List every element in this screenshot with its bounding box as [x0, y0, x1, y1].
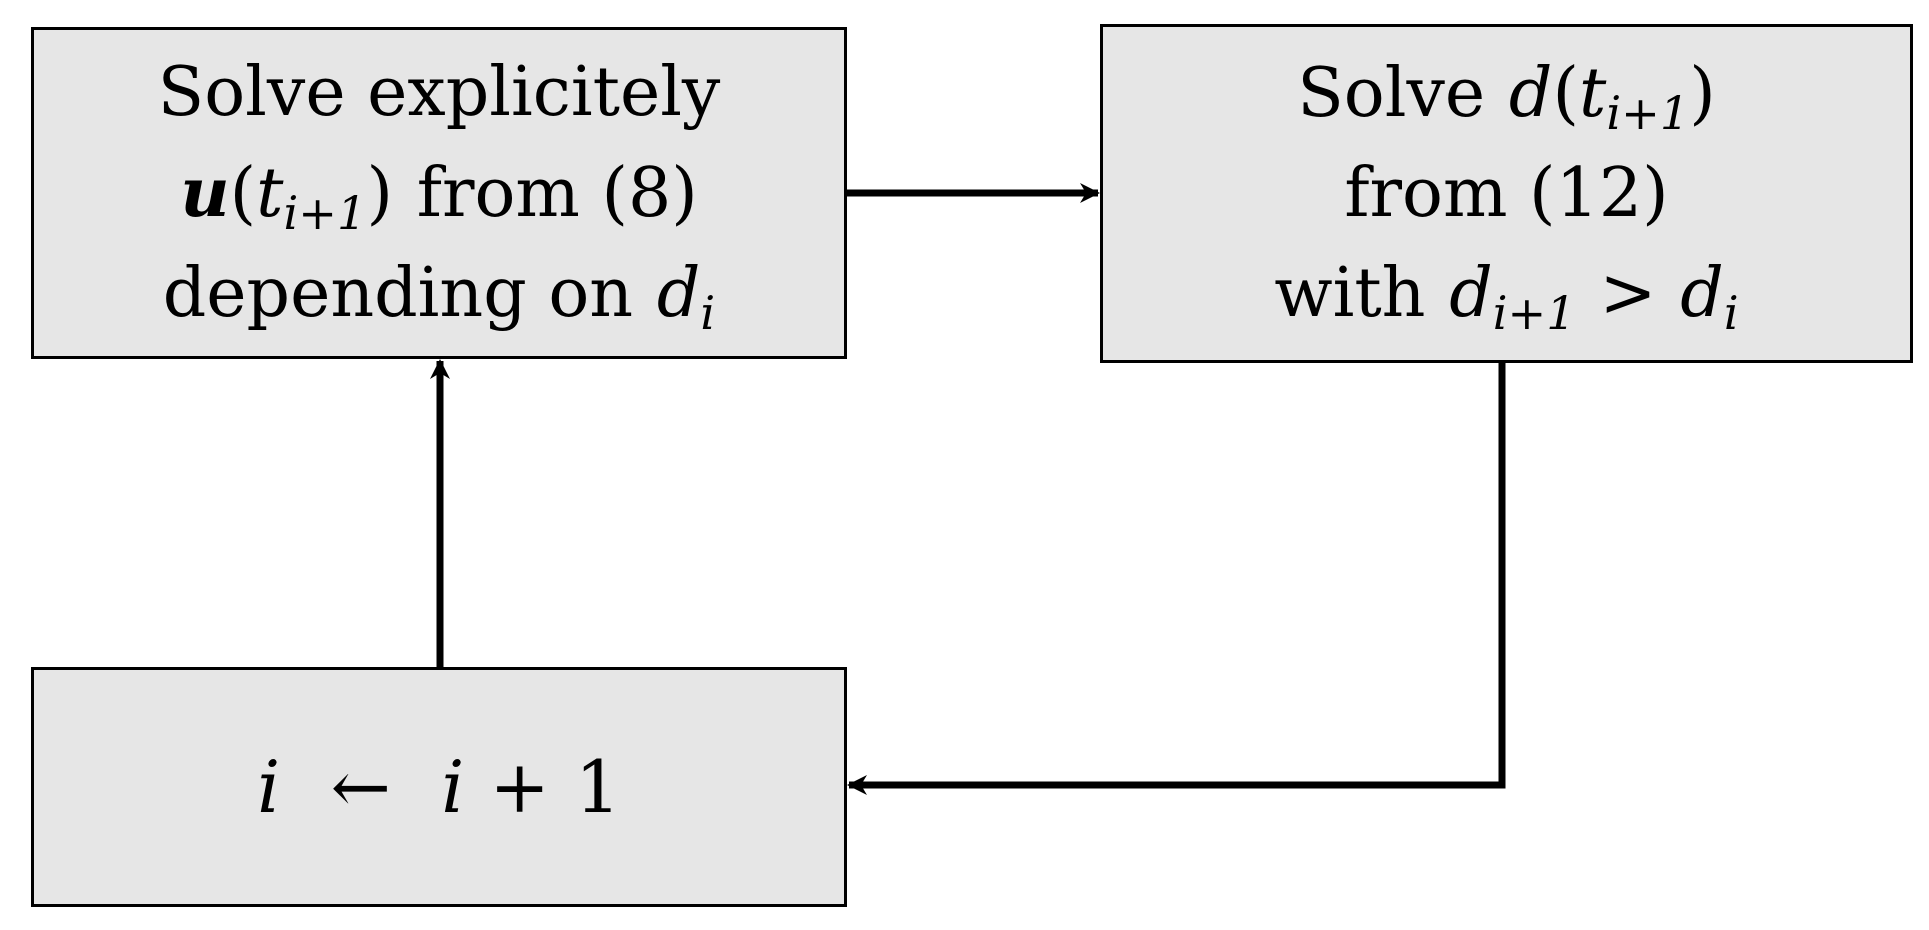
- solve-u-line-2: u(ti+1) from (8): [180, 143, 698, 244]
- depending-text: depending on: [162, 253, 634, 333]
- i-symbol: i: [257, 745, 281, 829]
- assign-arrow-symbol: ←: [330, 745, 391, 829]
- d-symbol: d: [1508, 53, 1553, 133]
- t-subscript: i+1: [1606, 85, 1690, 140]
- close-paren: ): [1689, 53, 1716, 133]
- with-text: with: [1274, 253, 1426, 333]
- t-symbol: t: [1578, 53, 1607, 133]
- plus-symbol: +: [489, 745, 550, 829]
- open-paren: (: [1552, 53, 1579, 133]
- d-current-symbol: d: [1680, 253, 1724, 333]
- solve-u-line-1: Solve explicitely: [157, 52, 721, 132]
- i-symbol-rhs: i: [441, 745, 465, 829]
- increment-box: i ← i +1: [31, 667, 847, 907]
- solve-u-box: Solve explicitely u(ti+1) from (8) depend…: [31, 27, 847, 359]
- increment-expression: i ← i +1: [257, 737, 621, 837]
- greater-than-symbol: >: [1599, 253, 1657, 333]
- t-symbol: t: [256, 153, 284, 233]
- arrow-box2-to-box3: [847, 363, 1506, 795]
- d-next-subscript: i+1: [1492, 285, 1576, 340]
- solve-u-line-3: depending on di: [163, 244, 715, 344]
- equation-ref-8: from (8): [416, 153, 698, 233]
- close-paren: ): [366, 153, 393, 233]
- solve-d-line-2: from (12): [1344, 153, 1669, 233]
- solve-text: Solve: [1297, 53, 1486, 133]
- t-subscript: i+1: [283, 185, 367, 240]
- d-symbol: d: [656, 253, 701, 333]
- d-next-symbol: d: [1449, 253, 1493, 333]
- d-current-subscript: i: [1723, 285, 1739, 340]
- open-paren: (: [229, 153, 257, 233]
- one-symbol: 1: [575, 745, 621, 829]
- d-subscript: i: [700, 285, 716, 340]
- u-vector-symbol: u: [180, 152, 230, 233]
